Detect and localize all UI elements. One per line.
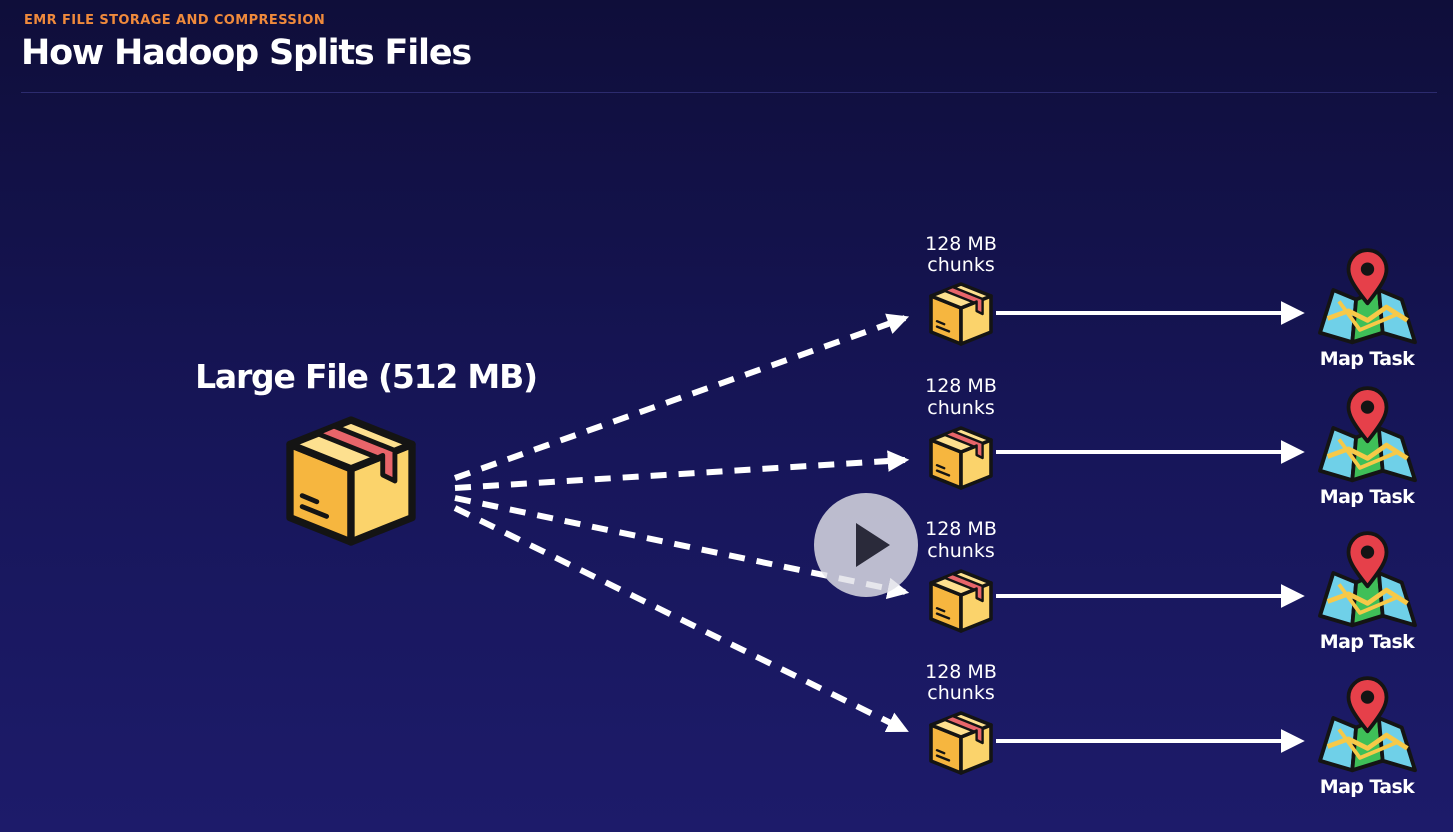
chunk-size-label: 128 MB bbox=[925, 233, 997, 255]
chunk-unit-label: chunks bbox=[927, 682, 994, 704]
map-task-label: Map Task bbox=[1320, 631, 1415, 653]
chunk-row-2: 128 MB chunks Map Task bbox=[925, 375, 1415, 508]
map-pin-icon bbox=[1320, 533, 1415, 625]
chunk-size-label: 128 MB bbox=[925, 375, 997, 397]
split-arrow-1 bbox=[455, 318, 905, 478]
package-box-icon bbox=[931, 713, 991, 773]
map-task-label: Map Task bbox=[1320, 486, 1415, 508]
map-pin-icon bbox=[1320, 388, 1415, 480]
chunk-row-4: 128 MB chunks Map Task bbox=[925, 661, 1415, 798]
chunk-size-label: 128 MB bbox=[925, 518, 997, 540]
chunk-size-label: 128 MB bbox=[925, 661, 997, 683]
map-task-label: Map Task bbox=[1320, 776, 1415, 798]
chunk-row-3: 128 MB chunks Map Task bbox=[925, 518, 1415, 653]
map-pin-icon bbox=[1320, 250, 1415, 342]
package-box-icon bbox=[290, 420, 412, 542]
chunk-unit-label: chunks bbox=[927, 397, 994, 419]
split-arrow-2 bbox=[455, 460, 905, 488]
package-box-icon bbox=[931, 571, 991, 631]
package-box-icon bbox=[931, 428, 991, 488]
large-file-label: Large File (512 MB) bbox=[195, 357, 537, 396]
chunk-unit-label: chunks bbox=[927, 254, 994, 276]
play-icon bbox=[856, 523, 890, 567]
chunk-row-1: 128 MB chunks Map Task bbox=[925, 233, 1415, 370]
chunk-unit-label: chunks bbox=[927, 540, 994, 562]
map-pin-icon bbox=[1320, 678, 1415, 770]
play-button[interactable] bbox=[814, 493, 918, 597]
map-task-label: Map Task bbox=[1320, 348, 1415, 370]
package-box-icon bbox=[931, 284, 991, 344]
